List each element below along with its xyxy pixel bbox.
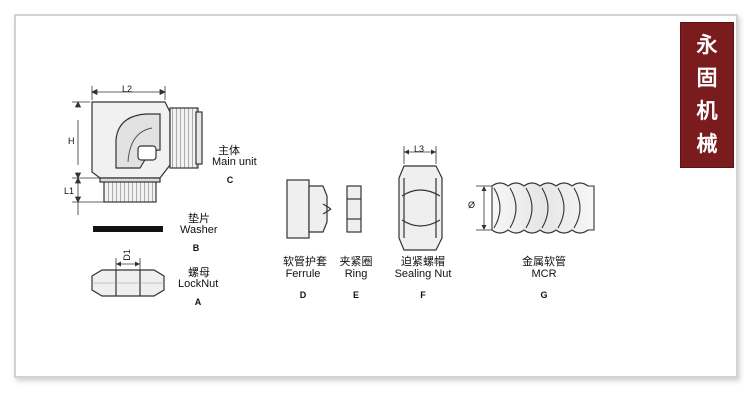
sealing-nut-label-en: Sealing Nut bbox=[394, 268, 452, 280]
mcr-conduit-shape bbox=[491, 182, 595, 234]
dimension-lines-locknut bbox=[115, 258, 141, 270]
ring-label-en: Ring bbox=[344, 268, 368, 280]
main-unit-code: C bbox=[226, 175, 234, 185]
dim-label-phi: Ø bbox=[468, 200, 476, 210]
brand-char-4: 械 bbox=[696, 131, 718, 156]
dimension-lines-mcr bbox=[476, 185, 492, 231]
ferrule-shape bbox=[286, 179, 332, 239]
sealing-nut-shape bbox=[398, 165, 443, 251]
ferrule-code: D bbox=[299, 290, 307, 300]
washer-shape bbox=[93, 226, 163, 232]
sealing-nut-label-cn: 迫紧螺帽 bbox=[401, 256, 445, 268]
main-unit-label-cn: 主体 bbox=[218, 145, 240, 157]
ring-code: E bbox=[352, 290, 360, 300]
brand-char-1: 永 bbox=[696, 32, 718, 57]
washer-code: B bbox=[192, 243, 200, 253]
washer-label-cn: 垫片 bbox=[188, 213, 210, 225]
brand-char-3: 机 bbox=[696, 98, 718, 123]
sealing-nut-code: F bbox=[420, 290, 426, 300]
dim-label-l1: L1 bbox=[64, 186, 75, 196]
ring-shape bbox=[346, 185, 362, 233]
brand-char-2: 固 bbox=[696, 65, 718, 90]
locknut-label-en: LockNut bbox=[178, 278, 219, 290]
mcr-code: G bbox=[540, 290, 548, 300]
brand-banner: 永 固 机 械 bbox=[680, 22, 734, 168]
dim-label-d1: D1 bbox=[121, 249, 132, 261]
locknut-shape bbox=[91, 269, 165, 297]
dimension-lines-sealing-nut bbox=[403, 146, 437, 164]
dim-label-h: H bbox=[68, 136, 75, 146]
ferrule-label-cn: 软管护套 bbox=[283, 256, 327, 268]
locknut-label-cn: 螺母 bbox=[188, 267, 210, 279]
mcr-label-en: MCR bbox=[531, 268, 557, 280]
dim-label-l2: L2 bbox=[122, 84, 133, 94]
mcr-label-cn: 金属软管 bbox=[522, 256, 566, 268]
dim-label-l3: L3 bbox=[414, 144, 425, 154]
ferrule-label-en: Ferrule bbox=[285, 268, 321, 280]
locknut-code: A bbox=[194, 297, 202, 307]
ring-label-cn: 夹紧圈 bbox=[339, 256, 373, 268]
main-unit-elbow bbox=[91, 101, 203, 203]
main-unit-label-en: Main unit bbox=[212, 156, 257, 168]
washer-label-en: Washer bbox=[180, 224, 218, 236]
